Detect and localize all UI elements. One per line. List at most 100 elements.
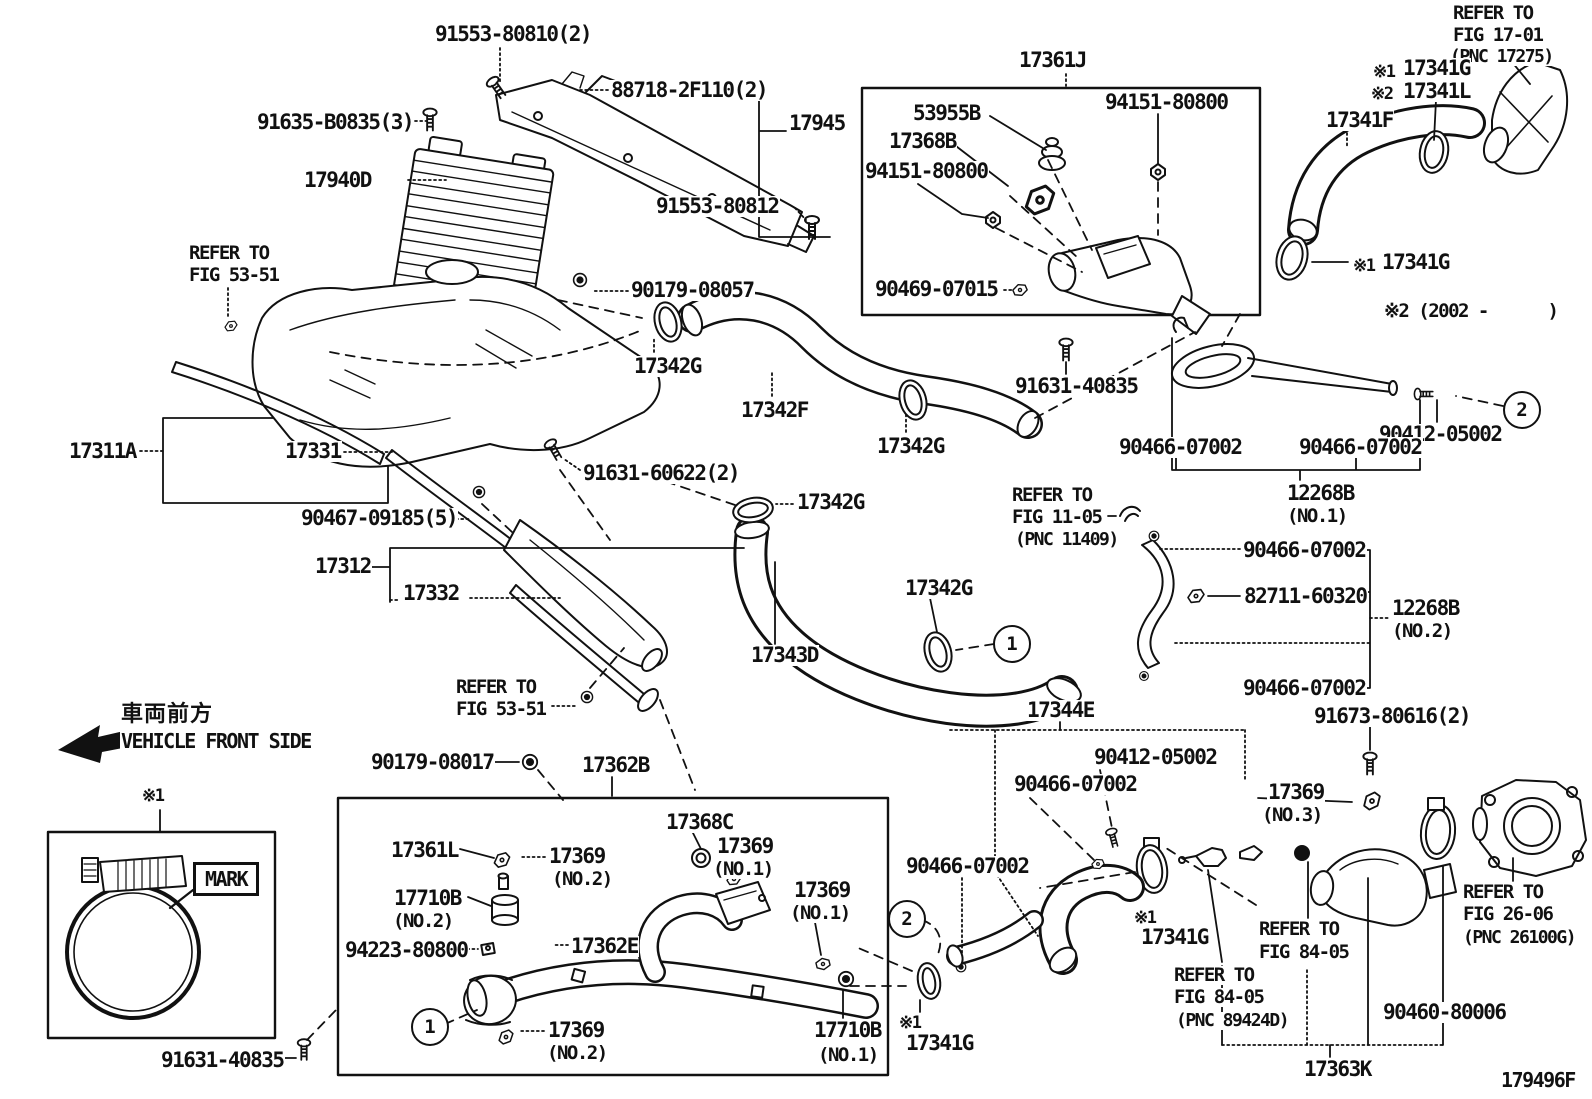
label-17945: 17945 — [788, 111, 846, 135]
clamp-17342g-4 — [923, 631, 953, 673]
label-17341l: 17341L — [1402, 79, 1471, 103]
label-no-1: (NO.1) — [817, 1044, 879, 1066]
label-2-2002: ※2 (2002 - ) — [1383, 300, 1559, 322]
label-17940d: 17940D — [303, 168, 372, 192]
label-mark: MARK — [193, 862, 260, 896]
hose-17342f — [677, 290, 1043, 439]
label-: 車両前方 — [120, 702, 215, 727]
leader-lines-dotted — [139, 47, 1444, 1046]
label-1: ※1 — [1352, 256, 1376, 276]
label-pnc-89424d: (PNC 89424D) — [1175, 1010, 1290, 1031]
label-refer-to: REFER TO — [188, 242, 270, 264]
label-fig-84-05: FIG 84-05 — [1173, 986, 1265, 1008]
air-hose-17344e — [946, 864, 1145, 975]
hose-17343d — [733, 515, 1082, 728]
hose-17341f — [1287, 104, 1486, 246]
hose-12268b-no2 — [1119, 505, 1205, 681]
clamp-17342g-3 — [732, 496, 774, 524]
label-17341g: 17341G — [905, 1031, 974, 1055]
label-vehicle-front-side: VEHICLE FRONT SIDE — [120, 729, 312, 753]
label-17341f: 17341F — [1325, 108, 1394, 132]
clamp-detail-note1 — [65, 855, 201, 1020]
label-1: ※1 — [141, 786, 165, 806]
grommet-ref-53-51-bottom — [580, 690, 594, 704]
label-fig-84-05: FIG 84-05 — [1258, 941, 1350, 963]
label-no-2: (NO.2) — [551, 868, 613, 890]
label-53955b: 53955B — [912, 101, 981, 125]
label-fig-11-05: FIG 11-05 — [1011, 506, 1103, 528]
label-179496f: 179496F — [1500, 1068, 1576, 1092]
label-refer-to: REFER TO — [1452, 2, 1534, 24]
clip-17369-no3 — [1360, 790, 1384, 812]
label-17332: 17332 — [402, 581, 460, 605]
label-91673-80616-2: 91673-80616(2) — [1313, 704, 1472, 728]
stud-bolt — [1294, 845, 1310, 861]
label-17342g: 17342G — [796, 490, 865, 514]
balloon-ref-1: 1 — [411, 1008, 449, 1046]
clamp-17342g-2 — [898, 379, 928, 421]
label-91631-60622-2: 91631-60622(2) — [582, 461, 741, 485]
clip-ref-53-51-top — [224, 320, 238, 332]
label-no-3: (NO.3) — [1261, 804, 1323, 826]
label-17710b: 17710B — [393, 886, 462, 910]
label-17369: 17369 — [1267, 780, 1325, 804]
pipe-assembly-17362b — [463, 753, 967, 1046]
label-17369: 17369 — [547, 1018, 605, 1042]
label-fig-53-51: FIG 53-51 — [455, 698, 547, 720]
vehicle-front-arrow — [58, 725, 128, 763]
label-91553-80812: 91553-80812 — [655, 194, 780, 218]
label-no-1: (NO.1) — [712, 858, 774, 880]
box-17362b — [336, 796, 890, 1077]
balloon-ref-2: 2 — [888, 900, 926, 938]
label-17341g: 17341G — [1381, 250, 1450, 274]
bolt-91635-b0835 — [422, 107, 438, 132]
label-91631-40835: 91631-40835 — [1014, 374, 1139, 398]
label-17342g: 17342G — [876, 434, 945, 458]
label-94223-80800: 94223-80800 — [344, 938, 469, 962]
label-1: ※1 — [1133, 908, 1157, 928]
clamp-17341g-bottom-a — [916, 962, 942, 1000]
label-no-2: (NO.2) — [546, 1042, 608, 1064]
label-fig-53-51: FIG 53-51 — [188, 264, 280, 286]
bolt-91673-80616 — [1362, 751, 1378, 776]
bolt-91631-40835-bottom — [296, 1038, 312, 1061]
label-no-1: (NO.1) — [789, 902, 851, 924]
label-17361l: 17361L — [390, 838, 459, 862]
label-17369: 17369 — [548, 844, 606, 868]
label-17363k: 17363K — [1303, 1057, 1372, 1081]
label-91635-b0835-3: 91635-B0835(3) — [256, 110, 415, 134]
label-pnc-11409: (PNC 11409) — [1014, 529, 1119, 550]
label-17361j: 17361J — [1018, 48, 1087, 72]
label-no-2: (NO.2) — [1391, 620, 1453, 642]
sensor-89424d — [1195, 847, 1227, 867]
label-17341g: 17341G — [1402, 56, 1471, 80]
label-12268b: 12268B — [1286, 481, 1355, 505]
label-90179-08057: 90179-08057 — [630, 278, 755, 302]
bolt-91553-80812 — [804, 215, 820, 240]
label-88718-2f110-2: 88718-2F110(2) — [610, 78, 769, 102]
label-90412-05002: 90412-05002 — [1093, 745, 1218, 769]
label-17368c: 17368C — [665, 810, 734, 834]
label-90466-07002: 90466-07002 — [1242, 538, 1367, 562]
clamp-17342g-1 — [653, 301, 683, 343]
clamp-17341g-mid — [1275, 235, 1309, 281]
label-90466-07002: 90466-07002 — [1013, 772, 1138, 796]
label-91631-40835: 91631-40835 — [160, 1048, 285, 1072]
label-17710b: 17710B — [813, 1018, 882, 1042]
label-17362b: 17362B — [581, 753, 650, 777]
grommet-90179-08057 — [572, 272, 588, 288]
balloon-ref-2: 2 — [1503, 391, 1541, 429]
label-17312: 17312 — [314, 554, 372, 578]
label-17331: 17331 — [284, 439, 342, 463]
label-17362e: 17362E — [570, 934, 639, 958]
label-pnc-17275: (PNC 17275) — [1449, 46, 1554, 67]
label-17343d: 17343D — [750, 643, 819, 667]
clamp-17341g-top — [1418, 130, 1450, 174]
label-90179-08017: 90179-08017 — [370, 750, 495, 774]
label-17368b: 17368B — [888, 129, 957, 153]
label-no-1: (NO.1) — [1286, 505, 1348, 527]
label-17369: 17369 — [793, 878, 851, 902]
label-90466-07002: 90466-07002 — [1298, 435, 1423, 459]
box-17361j — [860, 86, 1262, 317]
